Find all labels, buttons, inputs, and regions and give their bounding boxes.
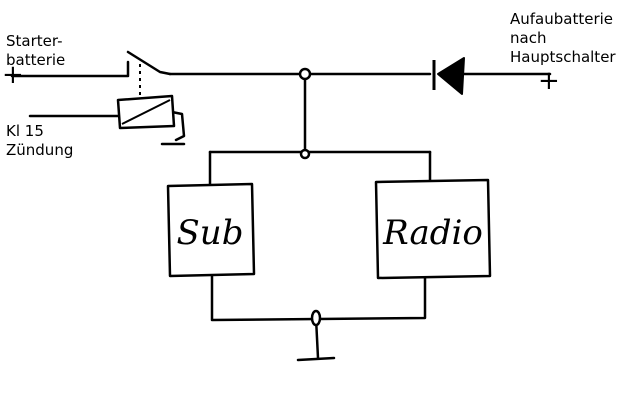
aux-plus-sign: + <box>538 66 560 96</box>
relay-switch-contact <box>126 50 172 76</box>
junction-dot-bus <box>298 67 312 81</box>
starter-plus-sign: + <box>2 60 24 90</box>
aux-battery-label: Aufaubatterie nach Hauptschalter <box>510 10 616 66</box>
ground-bar <box>296 356 336 362</box>
starter-battery-label: Starter- batterie <box>6 32 66 69</box>
radio-label: Radio <box>382 213 483 253</box>
ignition-label: Kl 15 Zündung <box>6 122 74 159</box>
junction-dot-ground <box>310 309 322 327</box>
junction-dot-distribution <box>299 148 311 160</box>
sub-label: Sub <box>177 213 244 253</box>
starter-wire <box>10 60 130 78</box>
radio-box <box>374 178 492 280</box>
sub-box <box>166 182 256 278</box>
relay-icon <box>116 94 176 130</box>
diode-icon <box>432 57 465 95</box>
relay-ground-wire <box>170 110 186 142</box>
